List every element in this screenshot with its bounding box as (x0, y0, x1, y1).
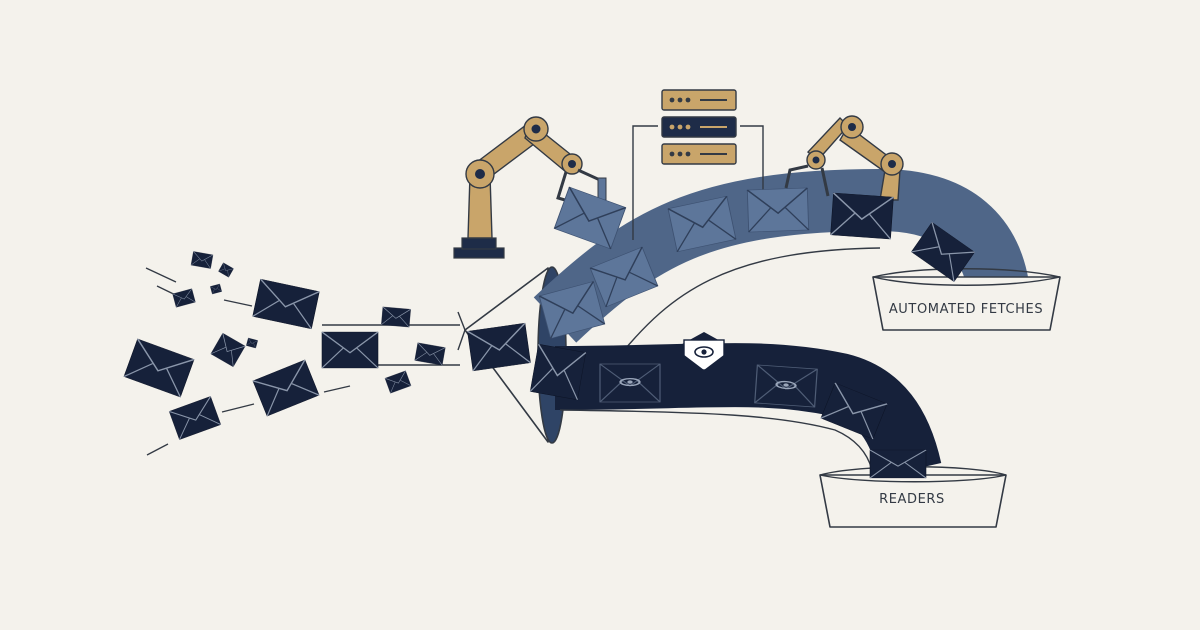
envelope-icon (218, 262, 234, 278)
eye-icon (694, 346, 714, 358)
envelope-icon (172, 288, 196, 308)
envelope-icon (252, 359, 320, 417)
envelope-icon (190, 251, 214, 269)
readers-label: READERS (879, 492, 945, 507)
envelope-icon (466, 322, 532, 372)
automated-fetches-bin (872, 268, 1061, 331)
envelope-icon (168, 395, 222, 441)
envelope-icon (123, 338, 195, 398)
robot-arm-icon (453, 116, 607, 259)
envelope-icon (251, 278, 321, 330)
reader-envelopes (529, 332, 888, 440)
envelope-icon (829, 192, 895, 240)
envelope-icon (380, 306, 412, 328)
envelope-icon (755, 365, 818, 407)
envelope-icon (384, 370, 412, 394)
server-rack-icon (661, 89, 737, 165)
envelope-icon (209, 283, 223, 295)
robot-arm-icon (784, 115, 904, 201)
envelope-icon (210, 332, 246, 368)
incoming-envelopes (123, 251, 532, 456)
envelope-icon (414, 342, 446, 366)
automated-fetches-label: AUTOMATED FETCHES (888, 302, 1044, 317)
envelope-icon (321, 331, 379, 369)
envelope-icon (529, 343, 587, 401)
envelope-icon (245, 337, 259, 349)
open-envelope-icon (675, 332, 733, 378)
envelope-icon (746, 187, 810, 233)
envelope-icon (600, 364, 660, 402)
envelope-icon (869, 449, 927, 479)
